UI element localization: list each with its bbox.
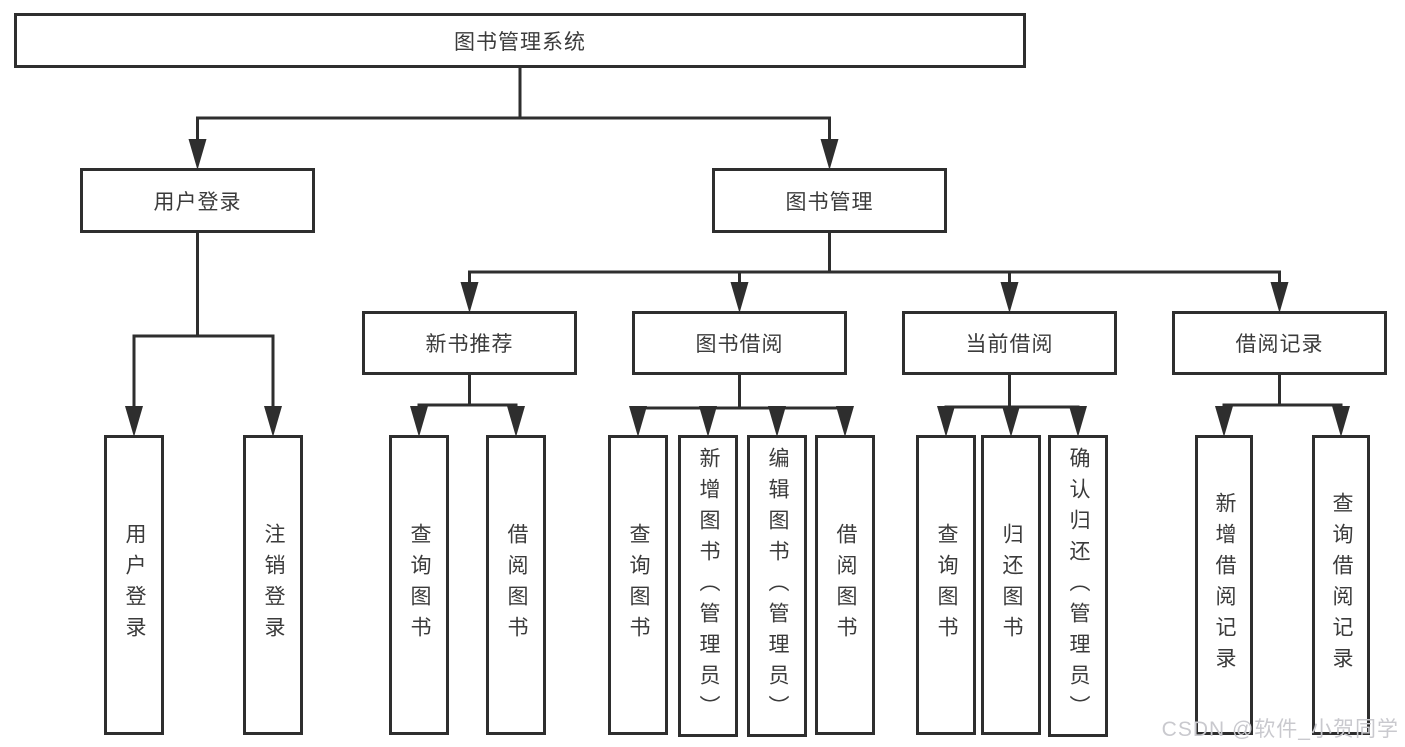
- watermark: CSDN @软件_小贺同学: [1161, 718, 1399, 741]
- node-borrow-books-1: 借阅图书: [486, 435, 546, 735]
- arrowhead-icon: [699, 406, 717, 437]
- arrowhead-icon: [730, 282, 749, 313]
- node-label-borrow-records: 借阅记录: [1235, 333, 1324, 356]
- node-add-borrow-record: 新增借阅记录: [1195, 435, 1253, 735]
- node-current-borrow: 当前借阅: [902, 311, 1117, 375]
- arrowhead-icon: [264, 406, 282, 437]
- node-label-book-mgmt: 图书管理: [785, 190, 874, 214]
- node-user-login-leaf: 用户登录: [104, 435, 164, 735]
- node-label-query-books-1: 查询图书: [408, 523, 431, 647]
- node-edit-books: 编辑图书（管理员）: [747, 435, 807, 737]
- arrowhead-icon: [836, 406, 854, 437]
- node-book-mgmt: 图书管理: [712, 168, 947, 233]
- node-logout-leaf: 注销登录: [243, 435, 303, 735]
- node-query-books-1: 查询图书: [389, 435, 449, 735]
- node-label-root: 图书管理系统: [454, 30, 586, 54]
- node-label-add-borrow-record: 新增借阅记录: [1213, 492, 1236, 678]
- node-return-books: 归还图书: [981, 435, 1041, 735]
- arrowhead-icon: [820, 139, 839, 170]
- node-query-books-3: 查询图书: [916, 435, 976, 735]
- node-user-login: 用户登录: [80, 168, 315, 233]
- node-query-borrow-record: 查询借阅记录: [1312, 435, 1370, 735]
- arrowhead-icon: [1069, 406, 1087, 437]
- node-borrow-records: 借阅记录: [1172, 311, 1387, 375]
- node-query-books-2: 查询图书: [608, 435, 668, 735]
- arrowhead-icon: [125, 406, 143, 437]
- node-label-query-books-2: 查询图书: [627, 523, 650, 647]
- node-label-borrow-books-2: 借阅图书: [834, 523, 857, 647]
- node-label-borrow-books-1: 借阅图书: [505, 523, 528, 647]
- node-book-borrow: 图书借阅: [632, 311, 847, 375]
- node-label-return-books: 归还图书: [1000, 523, 1023, 647]
- node-add-books: 新增图书（管理员）: [678, 435, 738, 737]
- node-label-book-borrow: 图书借阅: [695, 333, 784, 356]
- arrowhead-icon: [1002, 406, 1020, 437]
- arrowhead-icon: [460, 282, 479, 313]
- node-label-confirm-return: 确认归还（管理员）: [1067, 446, 1090, 726]
- arrowhead-icon: [1270, 282, 1289, 313]
- node-label-user-login-leaf: 用户登录: [123, 523, 146, 647]
- node-label-user-login: 用户登录: [153, 190, 242, 214]
- arrowhead-icon: [1215, 406, 1233, 437]
- node-label-edit-books: 编辑图书（管理员）: [766, 446, 789, 726]
- arrowhead-icon: [937, 406, 955, 437]
- node-confirm-return: 确认归还（管理员）: [1048, 435, 1108, 737]
- node-new-book-rec: 新书推荐: [362, 311, 577, 375]
- arrowhead-icon: [410, 406, 428, 437]
- node-label-logout-leaf: 注销登录: [262, 523, 285, 647]
- node-borrow-books-2: 借阅图书: [815, 435, 875, 735]
- node-label-current-borrow: 当前借阅: [965, 333, 1054, 356]
- node-root: 图书管理系统: [14, 13, 1026, 68]
- node-label-add-books: 新增图书（管理员）: [697, 446, 720, 726]
- arrowhead-icon: [768, 406, 786, 437]
- arrowhead-icon: [629, 406, 647, 437]
- node-label-query-borrow-record: 查询借阅记录: [1330, 492, 1353, 678]
- arrowhead-icon: [188, 139, 207, 170]
- node-label-new-book-rec: 新书推荐: [425, 333, 514, 356]
- node-label-query-books-3: 查询图书: [935, 523, 958, 647]
- arrowhead-icon: [1332, 406, 1350, 437]
- arrowhead-icon: [507, 406, 525, 437]
- arrowhead-icon: [1000, 282, 1019, 313]
